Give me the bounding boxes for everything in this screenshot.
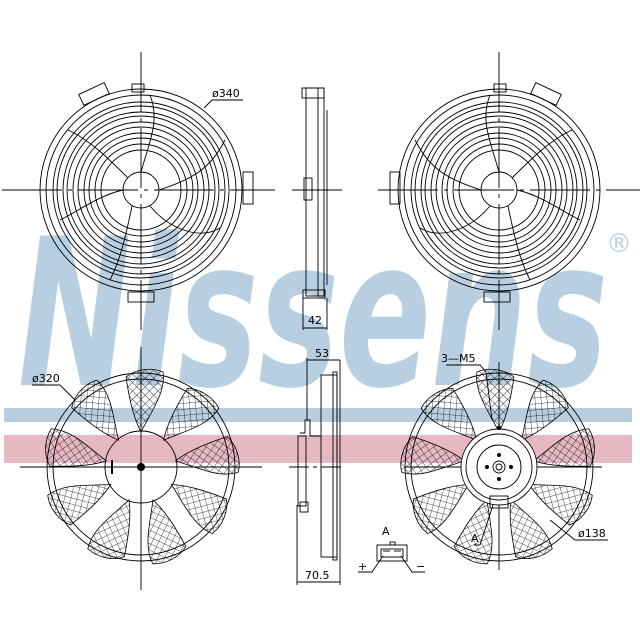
- plus-terminal-label: +: [358, 560, 367, 573]
- hub-icon: [137, 463, 145, 471]
- side-guard-view: [292, 87, 342, 330]
- front-guard-view: [2, 52, 275, 330]
- blade-depth-label: 53: [315, 347, 329, 360]
- mounting-thread-label: 3—M5: [441, 352, 476, 365]
- registered-mark-icon: ®: [606, 229, 632, 259]
- rear-guard-view: [378, 52, 640, 330]
- minus-terminal-label: −: [416, 560, 425, 573]
- front-blade-view: [20, 347, 262, 590]
- side-blade-view: [289, 358, 345, 585]
- guard-diameter-label: ø340: [212, 87, 240, 100]
- connector-label: A: [382, 525, 390, 538]
- blue-stripe: [4, 408, 632, 422]
- blade-diameter-label: ø320: [32, 372, 60, 385]
- motor-diameter-label: ø138: [578, 527, 606, 540]
- rear-blade-view: [398, 362, 608, 570]
- overall-depth-label: 70.5: [305, 569, 330, 582]
- connector-detail: [358, 541, 425, 573]
- guard-depth-label: 42: [308, 314, 322, 327]
- connector-pointer-label: A: [471, 532, 479, 545]
